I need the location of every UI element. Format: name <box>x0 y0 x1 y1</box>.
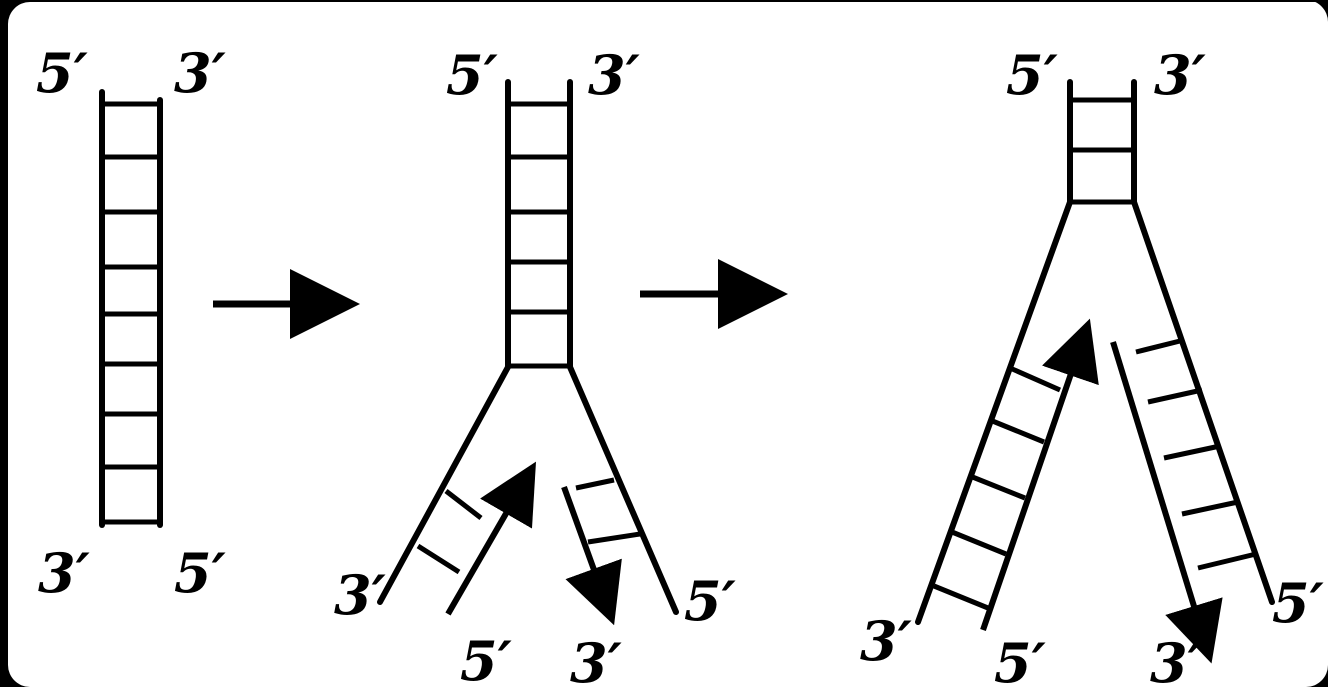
s3-new-rung <box>969 473 1026 501</box>
s3-right-template <box>1131 199 1275 605</box>
s3-new-rung <box>1008 365 1062 393</box>
s3-top-left-label: 5′ <box>1006 43 1058 107</box>
stage-3-fork: 5′ 3′ 3′ 5′ 3′ 5′ <box>860 43 1324 687</box>
s1-bottom-left-label: 3′ <box>38 541 90 605</box>
s2-left-new-label: 5′ <box>460 629 512 687</box>
s3-new-rung <box>1197 551 1257 571</box>
dna-replication-diagram: 5′ 3′ 3′ 5′ <box>36 41 1324 687</box>
s2-right-outer-label: 5′ <box>684 569 736 633</box>
s2-new-rung <box>416 543 461 575</box>
s2-new-rung <box>444 489 483 520</box>
s3-right-new-strand <box>1110 341 1223 664</box>
s3-new-rung <box>1163 443 1221 461</box>
s2-new-rung <box>575 477 615 491</box>
s2-left-template <box>377 364 511 605</box>
diagram-canvas: 5′ 3′ 3′ 5′ <box>8 2 1328 687</box>
s2-top-right-label: 3′ <box>588 43 640 107</box>
s3-left-new-strand <box>980 318 1099 631</box>
s2-right-new-strand <box>561 485 622 626</box>
s3-right-outer-label: 5′ <box>1272 571 1324 635</box>
stage-1-duplex: 5′ 3′ 3′ 5′ <box>36 41 226 605</box>
s3-new-rung <box>1135 337 1185 355</box>
s3-left-outer-label: 3′ <box>860 609 912 673</box>
s3-left-new-label: 5′ <box>994 631 1046 687</box>
s2-right-new-label: 3′ <box>570 631 622 687</box>
s3-new-rung <box>1147 387 1203 405</box>
s2-left-new-strand <box>445 461 537 616</box>
s3-left-template <box>915 199 1073 625</box>
s3-new-rung <box>951 529 1007 557</box>
s3-new-rung <box>1181 499 1239 517</box>
s3-right-new-label: 3′ <box>1150 631 1202 687</box>
s1-top-left-label: 5′ <box>36 41 88 105</box>
s1-top-right-label: 3′ <box>174 41 226 105</box>
s3-new-rung <box>933 583 989 611</box>
s2-right-template <box>567 364 679 615</box>
s1-bottom-right-label: 5′ <box>174 541 226 605</box>
s3-top-right-label: 3′ <box>1154 43 1206 107</box>
s2-top-left-label: 5′ <box>446 43 498 107</box>
s2-left-outer-label: 3′ <box>334 563 386 627</box>
s2-new-rung <box>587 531 641 545</box>
s3-new-rung <box>989 417 1045 445</box>
stage-2-fork: 5′ 3′ 3′ 5′ 3′ 5′ <box>334 43 736 687</box>
